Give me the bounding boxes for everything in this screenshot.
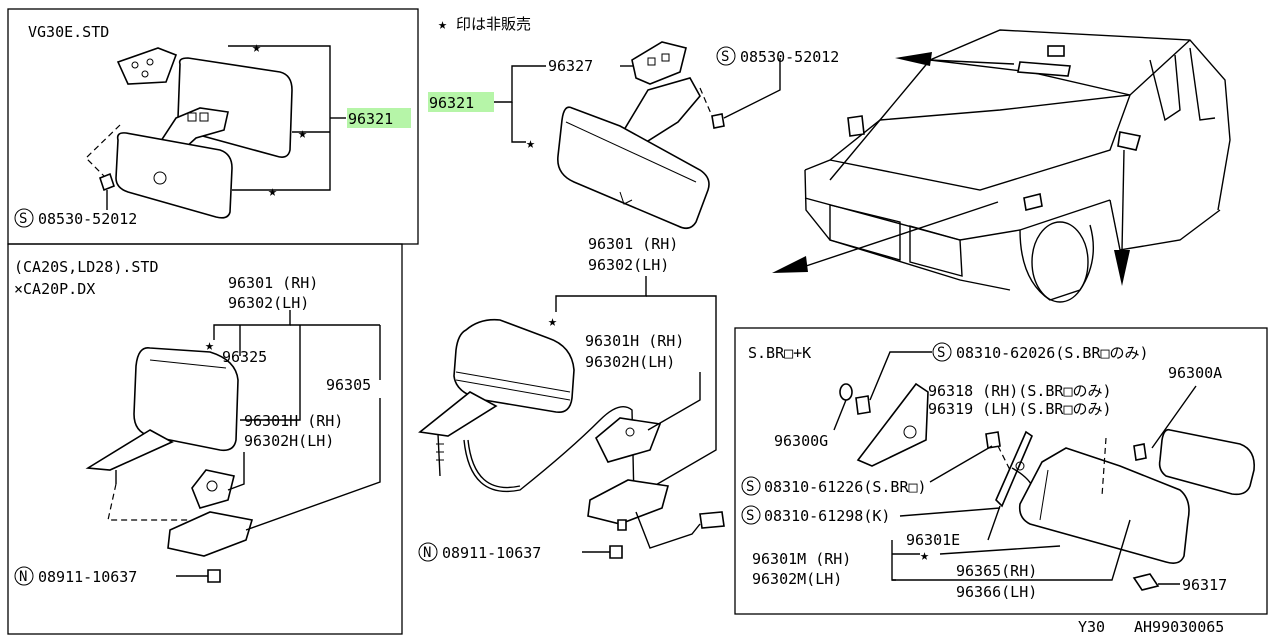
part-number-96301m[interactable]: 96301M (RH) xyxy=(752,550,851,568)
nut-drawing xyxy=(207,569,221,583)
part-number-96301-center[interactable]: 96301 (RH) xyxy=(588,235,678,253)
panel-vg30e-title: VG30E.STD xyxy=(28,23,109,41)
panel-ca20s: (CA20S,LD28).STD ×CA20P.DX 96301 (RH) 96… xyxy=(14,258,381,586)
grommet-drawing xyxy=(839,383,853,401)
panel-ca20s-title-2: ×CA20P.DX xyxy=(14,280,95,298)
not-sold-note: ★ 印は非販売 xyxy=(438,15,531,33)
star-marker: ★ xyxy=(205,336,214,354)
footer-model: Y30 xyxy=(1078,618,1105,636)
door-mirror-body-drawing xyxy=(1018,447,1190,564)
mirror-glass-drawing xyxy=(1158,428,1256,496)
part-number-96302h[interactable]: 96302H(LH) xyxy=(244,432,334,450)
inner-mirror-lower-drawing xyxy=(115,132,233,219)
screw-symbol: S xyxy=(746,508,754,524)
screw-symbol: S xyxy=(19,211,27,227)
part-number-nut[interactable]: 08911-10637 xyxy=(38,568,137,586)
part-number-96305[interactable]: 96305 xyxy=(326,376,371,394)
panel-vg30e: VG30E.STD ★ ★ ★ 96321 S 08530-52012 xyxy=(14,23,411,228)
screw-drawing xyxy=(985,431,1001,449)
panel-sbr-title: S.BR□+K xyxy=(748,344,811,362)
door-mirror-drawing xyxy=(453,318,575,414)
part-number-96366[interactable]: 96366(LH) xyxy=(956,583,1037,601)
part-number-96300g[interactable]: 96300G xyxy=(774,432,828,450)
screw-drawing xyxy=(1133,443,1147,461)
screw-symbol: S xyxy=(746,479,754,495)
part-number-96301[interactable]: 96301 (RH) xyxy=(228,274,318,292)
part-number-08310-62026[interactable]: 08310-62026(S.BR□のみ) xyxy=(956,344,1149,362)
panel-sbr-frame xyxy=(734,327,1268,615)
panel-ca20s-title-1: (CA20S,LD28).STD xyxy=(14,258,159,276)
star-marker: ★ xyxy=(548,312,557,330)
mirror-arm-drawing xyxy=(418,391,498,437)
part-number-96317[interactable]: 96317 xyxy=(1182,576,1227,594)
part-number-96327[interactable]: 96327 xyxy=(548,57,593,75)
highlight-part-96321 xyxy=(347,108,411,128)
part-number-96365[interactable]: 96365(RH) xyxy=(956,562,1037,580)
screw-drawing xyxy=(99,172,115,192)
part-number-08310-61226[interactable]: 08310-61226(S.BR□) xyxy=(764,478,927,496)
screw-symbol: S xyxy=(721,49,729,65)
part-number-screw-center[interactable]: 08530-52012 xyxy=(740,48,839,66)
center-top: 96321 ★ 96327 S 08530-52012 xyxy=(428,41,839,230)
part-number-96319[interactable]: 96319 (LH)(S.BR□のみ) xyxy=(928,400,1112,418)
highlight-part-96321 xyxy=(428,92,494,112)
part-number-96302-center[interactable]: 96302(LH) xyxy=(588,256,669,274)
mount-bracket-drawing xyxy=(116,47,178,85)
part-number-96301e[interactable]: 96301E xyxy=(906,531,960,549)
screw-drawing xyxy=(711,113,725,129)
base-gasket-drawing xyxy=(191,469,235,509)
panel-sbr: S.BR□+K S 08310-62026(S.BR□のみ) 96318 (RH… xyxy=(741,342,1256,601)
part-number-96300a[interactable]: 96300A xyxy=(1168,364,1222,382)
part-number-96301h[interactable]: 96301H (RH) xyxy=(244,412,343,430)
inner-mirror-drawing xyxy=(557,106,710,230)
part-number-08310-61298[interactable]: 08310-61298(K) xyxy=(764,507,890,525)
part-number-screw[interactable]: 08530-52012 xyxy=(38,210,137,228)
mirror-arm-drawing xyxy=(85,429,174,471)
part-number-96302[interactable]: 96302(LH) xyxy=(228,294,309,312)
star-marker: ★ xyxy=(252,38,261,56)
nut-symbol: N xyxy=(19,569,27,585)
part-number-96321-center[interactable]: 96321 xyxy=(429,94,474,112)
star-marker: ★ xyxy=(298,124,307,142)
inner-mirror-upper-drawing xyxy=(177,57,293,158)
connector-drawing xyxy=(699,511,725,529)
part-number-96318[interactable]: 96318 (RH)(S.BR□のみ) xyxy=(928,382,1112,400)
mirror-housing-drawing xyxy=(595,417,662,463)
part-number-96301h-center[interactable]: 96301H (RH) xyxy=(585,332,684,350)
part-number-96302h-center[interactable]: 96302H(LH) xyxy=(585,353,675,371)
part-number-96321[interactable]: 96321 xyxy=(348,110,393,128)
nut-drawing xyxy=(609,545,623,559)
nut-symbol: N xyxy=(423,545,431,561)
part-number-96302m[interactable]: 96302M(LH) xyxy=(752,570,842,588)
mirror-base-drawing xyxy=(587,479,670,525)
part-number-96325[interactable]: 96325 xyxy=(222,348,267,366)
star-marker: ★ xyxy=(920,546,929,564)
panel-ca20s-frame xyxy=(7,243,403,635)
footer-code: AH99030065 xyxy=(1134,618,1224,636)
center-mid: 96301 (RH) 96302(LH) ★ 96301H (RH) 96302… xyxy=(418,235,725,562)
mount-bracket-drawing xyxy=(631,41,687,85)
clip-drawing xyxy=(1132,573,1160,591)
star-marker: ★ xyxy=(526,134,535,152)
car-illustration xyxy=(772,29,1231,303)
star-marker: ★ xyxy=(268,182,277,200)
door-mirror-drawing xyxy=(133,347,239,452)
bracket-drawing xyxy=(856,382,929,467)
screw-symbol: S xyxy=(937,345,945,361)
mirror-base-drawing xyxy=(167,511,254,557)
part-number-nut-center[interactable]: 08911-10637 xyxy=(442,544,541,562)
